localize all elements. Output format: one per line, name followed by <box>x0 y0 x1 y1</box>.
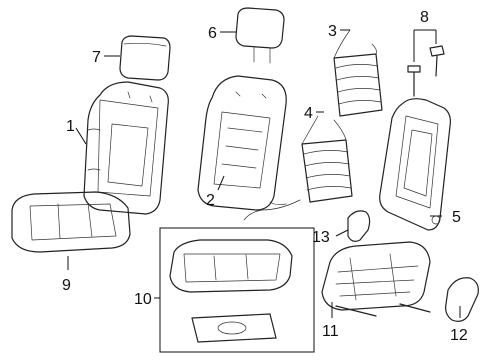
callout-13: 13 <box>312 229 330 246</box>
recliner-cover <box>347 210 371 242</box>
seat-cushion-pad <box>169 239 293 293</box>
headrest-left <box>119 35 171 81</box>
callout-11: 11 <box>322 323 339 340</box>
callout-4: 4 <box>304 105 313 122</box>
part-10-box <box>159 227 315 353</box>
seatback-cover <box>83 81 169 215</box>
callout-9: 9 <box>62 277 71 294</box>
side-shield <box>445 277 479 322</box>
callout-5: 5 <box>452 209 461 226</box>
seatback-frame <box>379 98 451 231</box>
callout-8: 8 <box>420 9 429 26</box>
headrest-middle <box>235 7 285 64</box>
suspension-mat-upper <box>333 29 383 117</box>
callout-1: 1 <box>66 118 75 135</box>
callout-10: 10 <box>134 291 152 308</box>
callout-7: 7 <box>92 49 101 66</box>
seat-track-frame <box>321 241 431 317</box>
callout-3: 3 <box>328 23 337 40</box>
bolts <box>407 45 445 97</box>
callout-2: 2 <box>206 192 215 209</box>
callout-12: 12 <box>450 327 468 344</box>
seat-cushion-cover <box>11 191 131 253</box>
suspension-mat-lower <box>243 115 353 221</box>
leader-lines <box>67 29 461 318</box>
seatback-pad <box>197 75 287 211</box>
callout-6: 6 <box>208 25 217 42</box>
seat-heater-mat <box>191 313 277 343</box>
